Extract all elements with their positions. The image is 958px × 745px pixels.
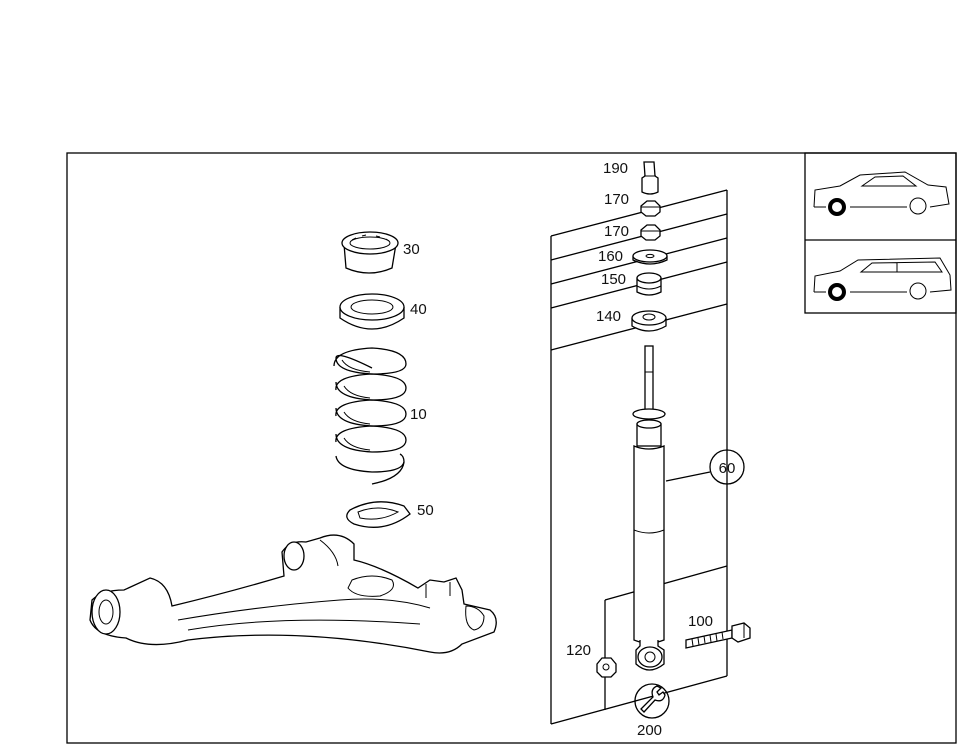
- part-30-spring-support[interactable]: [341, 231, 399, 274]
- part-40-rubber-mount[interactable]: [339, 293, 405, 330]
- callout-100: 100: [688, 613, 713, 630]
- callout-170-lower: 170: [604, 223, 629, 240]
- sedan-icon[interactable]: [813, 171, 950, 216]
- part-60-shock-absorber[interactable]: [632, 345, 666, 671]
- part-160-washer[interactable]: [632, 249, 668, 265]
- leader-60: [665, 471, 711, 482]
- callout-50: 50: [417, 502, 434, 519]
- part-140-rubber-bearing[interactable]: [631, 310, 667, 332]
- part-50-spring-clip[interactable]: [346, 501, 411, 528]
- callout-10: 10: [410, 406, 427, 423]
- lower-control-arm[interactable]: [89, 534, 497, 654]
- callout-60: 60: [719, 460, 736, 477]
- callout-120: 120: [566, 642, 591, 659]
- part-170-nut-lower[interactable]: [640, 224, 661, 241]
- part-120-nut[interactable]: [596, 657, 617, 678]
- vehicle-variant-panel: [804, 152, 957, 314]
- part-170-nut-upper[interactable]: [640, 200, 661, 217]
- callout-140: 140: [596, 308, 621, 325]
- highlighted-wheel-icon: [828, 283, 846, 301]
- highlighted-wheel-icon: [828, 198, 846, 216]
- callout-40: 40: [410, 301, 427, 318]
- diagram-frame: [66, 152, 957, 744]
- wrench-icon[interactable]: [634, 683, 670, 719]
- part-100-bolt[interactable]: [685, 622, 751, 649]
- estate-icon[interactable]: [813, 257, 952, 301]
- callout-200: 200: [637, 722, 662, 739]
- callout-190: 190: [603, 160, 628, 177]
- callout-160: 160: [598, 248, 623, 265]
- callout-30: 30: [403, 241, 420, 258]
- part-10-coil-spring[interactable]: [333, 347, 407, 485]
- callout-150: 150: [601, 271, 626, 288]
- part-190-protective-cap[interactable]: [641, 161, 659, 195]
- part-150-rubber-bearing[interactable]: [636, 272, 662, 296]
- callout-170-upper: 170: [604, 191, 629, 208]
- callout-60-circle: [709, 449, 745, 485]
